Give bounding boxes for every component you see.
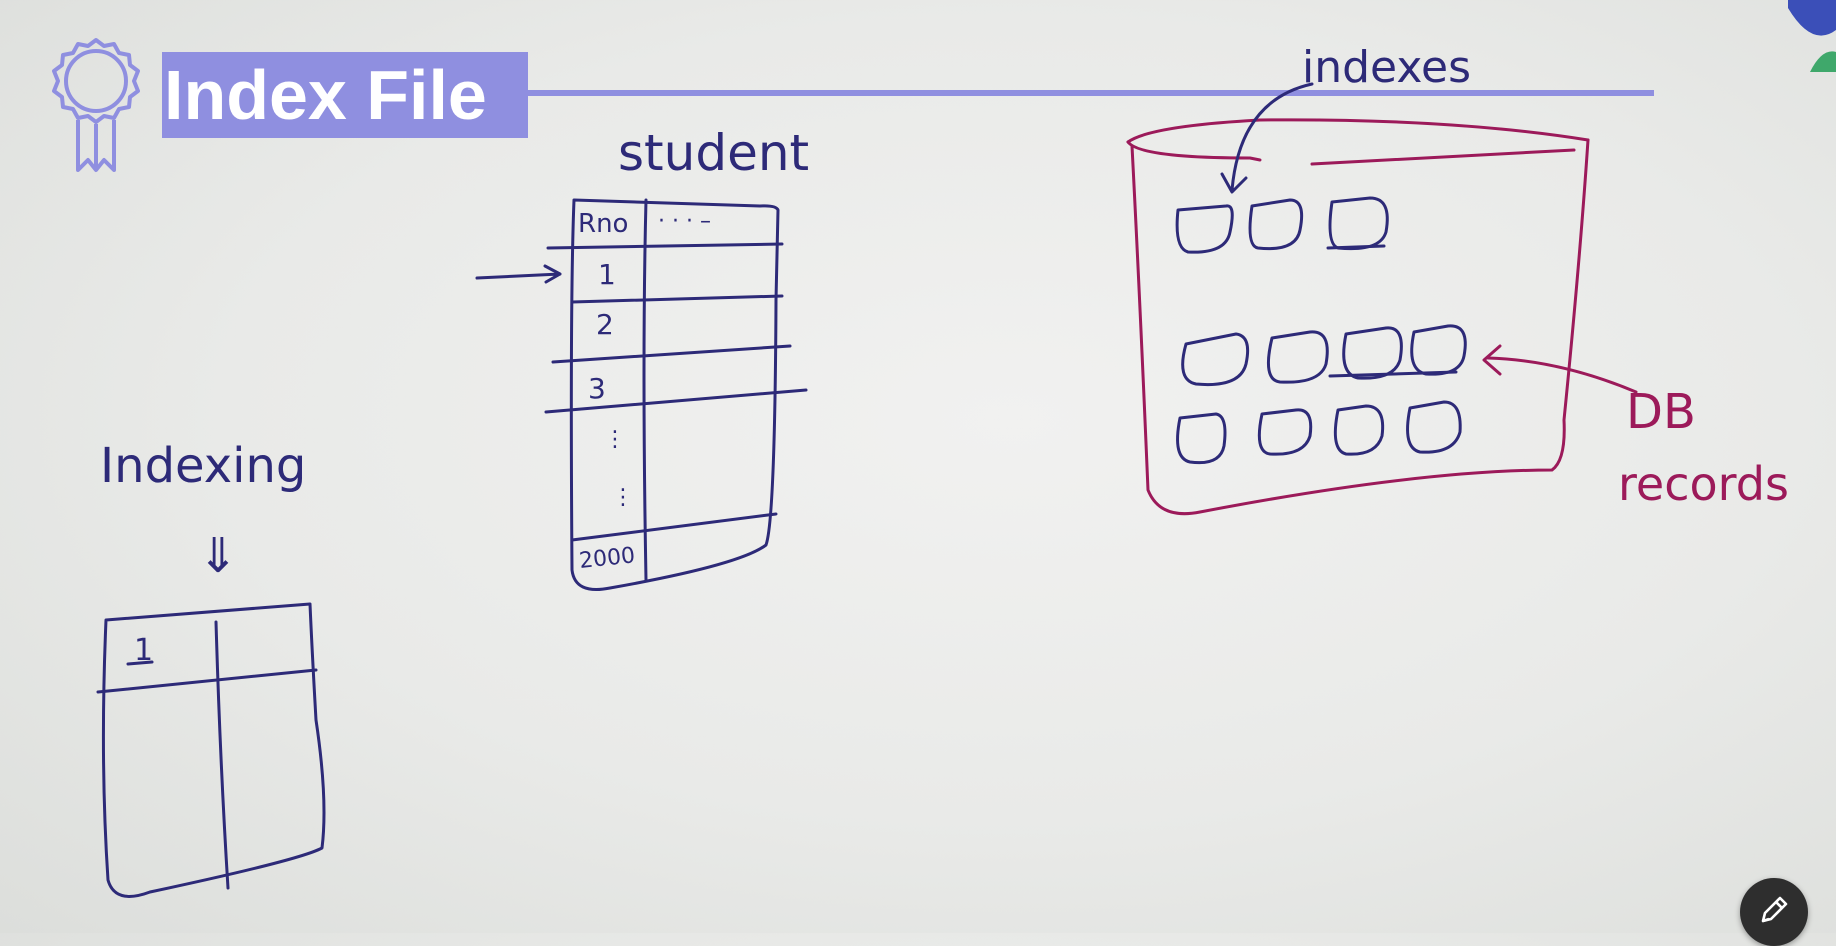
indexes-label: indexes	[1302, 42, 1471, 93]
indexing-label: Indexing	[100, 438, 306, 494]
brand-logo-icon	[1788, 0, 1836, 72]
student-table	[544, 198, 808, 591]
award-ribbon-icon	[52, 38, 140, 172]
student-row-1: 1	[598, 258, 616, 291]
student-header-rno: Rno	[578, 209, 628, 239]
indexing-down-arrow: ⇓	[198, 528, 238, 584]
slide-title: Index File	[162, 52, 528, 138]
student-header-extra: · · · –	[658, 209, 711, 234]
db-records-arrow	[1482, 344, 1638, 394]
db-label: DB	[1626, 384, 1696, 440]
db-container	[1126, 118, 1590, 516]
student-row-arrow	[475, 264, 562, 284]
index-table	[96, 602, 326, 898]
db-index-blocks	[1175, 196, 1467, 465]
indexes-arrow	[1220, 82, 1314, 194]
pen-tool-button[interactable]	[1740, 878, 1808, 946]
student-row-3: 3	[588, 372, 606, 405]
student-row-ellipsis: ⋮	[604, 427, 626, 452]
student-row-2: 2	[596, 308, 614, 341]
student-row-ellipsis: ⋮	[612, 485, 634, 510]
student-label: student	[618, 124, 809, 182]
records-label: records	[1618, 457, 1789, 511]
student-last-row: 2000	[578, 543, 636, 574]
title-underline	[528, 90, 1654, 96]
pen-icon	[1761, 896, 1788, 923]
index-table-first-key: 1	[134, 633, 153, 668]
